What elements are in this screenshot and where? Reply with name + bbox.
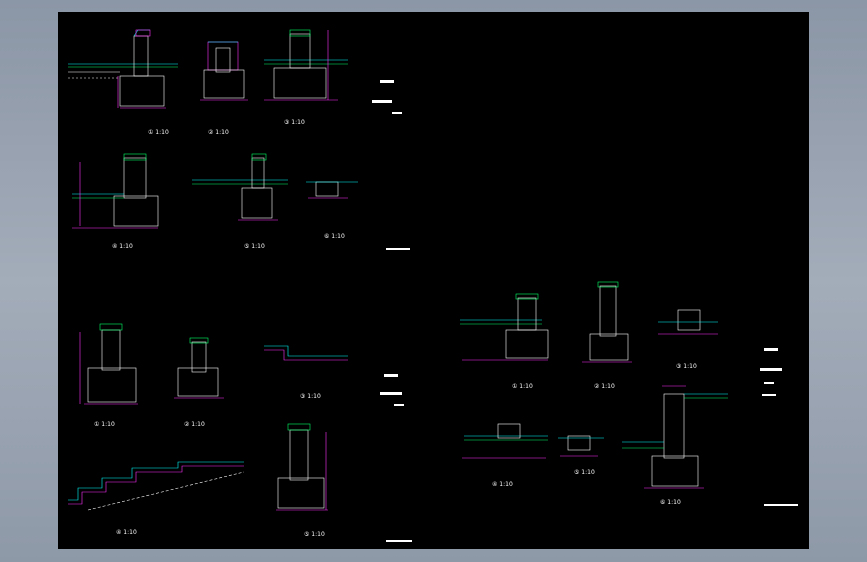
- detail-label: ⑤ 1:10: [574, 469, 595, 476]
- sheet-1-notes: [372, 80, 410, 250]
- sheet-3-notes: [760, 348, 798, 506]
- s3-detail-1-section: [460, 293, 549, 361]
- s2-detail-1-section: [79, 323, 138, 405]
- sheet-2-notes: [380, 374, 412, 542]
- detail-label: ③ 1:10: [676, 363, 697, 370]
- detail-label: ② 1:10: [594, 383, 615, 390]
- detail-label: ③ 1:10: [300, 393, 321, 400]
- detail-label: ④ 1:10: [112, 243, 133, 250]
- s3-detail-2-section: [582, 281, 632, 363]
- detail-label: ① 1:10: [148, 129, 169, 136]
- detail-label: ⑤ 1:10: [244, 243, 265, 250]
- detail-label: ⑥ 1:10: [660, 499, 681, 506]
- detail-label: ③ 1:10: [284, 119, 305, 126]
- sheet-3: [460, 281, 798, 506]
- detail-label: ⑥ 1:10: [324, 233, 345, 240]
- s3-detail-3-section: [658, 309, 718, 335]
- detail-2-section: [200, 41, 248, 101]
- sheet-2: [68, 323, 412, 542]
- detail-5-section: [192, 153, 288, 221]
- detail-label: ② 1:10: [184, 421, 205, 428]
- s2-detail-2-section: [174, 337, 224, 399]
- s3-detail-4-section: [462, 423, 548, 459]
- detail-1-section: [68, 29, 178, 109]
- s2-detail-5-section: [276, 423, 328, 511]
- detail-4-section: [72, 153, 159, 229]
- detail-label: ④ 1:10: [492, 481, 513, 488]
- detail-labels: ① 1:10 ② 1:10 ③ 1:10 ④ 1:10 ⑤ 1:10 ⑥ 1:1…: [94, 119, 697, 538]
- s3-detail-6-section: [622, 385, 728, 489]
- cad-drawing-canvas: ① 1:10 ② 1:10 ③ 1:10 ④ 1:10 ⑤ 1:10 ⑥ 1:1…: [68, 29, 798, 542]
- s3-detail-5-section: [558, 435, 604, 457]
- detail-label: ② 1:10: [208, 129, 229, 136]
- sheet-1: [68, 29, 410, 250]
- detail-label: ⑤ 1:10: [304, 531, 325, 538]
- cad-drawing-viewport[interactable]: ① 1:10 ② 1:10 ③ 1:10 ④ 1:10 ⑤ 1:10 ⑥ 1:1…: [58, 12, 809, 549]
- detail-label: ① 1:10: [94, 421, 115, 428]
- detail-6-section: [306, 181, 358, 199]
- s2-detail-3-section: [264, 345, 348, 361]
- detail-label: ① 1:10: [512, 383, 533, 390]
- detail-3-section: [264, 29, 348, 101]
- s2-detail-4-section: [68, 461, 245, 511]
- detail-label: ④ 1:10: [116, 529, 137, 536]
